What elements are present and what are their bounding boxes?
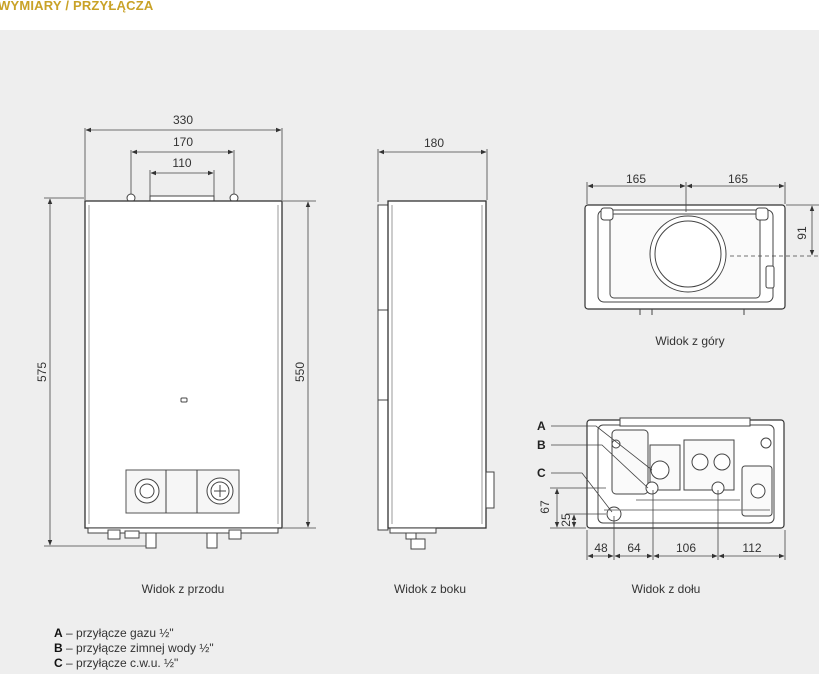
dim-330: 330 bbox=[173, 113, 193, 127]
dim-575: 575 bbox=[35, 362, 49, 382]
top-dimensions bbox=[586, 182, 819, 257]
dim-180: 180 bbox=[424, 136, 444, 150]
page-title: WYMIARY / PRZYŁĄCZA bbox=[0, 0, 154, 13]
legend-text-b: – przyłącze zimnej wody ½" bbox=[62, 641, 214, 655]
side-dimensions bbox=[377, 149, 488, 202]
legend-text-c: – przyłącze c.w.u. ½" bbox=[62, 656, 179, 670]
dim-top-165-left: 165 bbox=[626, 172, 646, 186]
dim-170: 170 bbox=[173, 135, 193, 149]
bottom-view bbox=[586, 417, 785, 529]
dim-25: 25 bbox=[559, 513, 573, 527]
legend-key-a: A bbox=[54, 626, 63, 640]
dim-112: 112 bbox=[742, 541, 761, 555]
bottom-leaders bbox=[551, 425, 653, 513]
legend: A – przyłącze gazu ½" B – przyłącze zimn… bbox=[54, 626, 214, 671]
dim-110: 110 bbox=[172, 156, 191, 170]
legend-item-a: A – przyłącze gazu ½" bbox=[54, 626, 214, 641]
dim-106: 106 bbox=[676, 541, 696, 555]
legend-item-b: B – przyłącze zimnej wody ½" bbox=[54, 641, 214, 656]
label-c: C bbox=[537, 466, 546, 480]
bottom-dimensions bbox=[550, 487, 786, 560]
legend-text-a: – przyłącze gazu ½" bbox=[62, 626, 174, 640]
dim-48: 48 bbox=[594, 541, 608, 555]
side-view bbox=[377, 200, 495, 550]
dim-top-165-right: 165 bbox=[728, 172, 748, 186]
dim-67: 67 bbox=[538, 500, 552, 514]
legend-key-c: C bbox=[54, 656, 63, 670]
front-view-caption: Widok z przodu bbox=[142, 582, 225, 596]
legend-item-c: C – przyłącze c.w.u. ½" bbox=[54, 656, 214, 671]
label-b: B bbox=[537, 438, 546, 452]
front-dimensions bbox=[44, 127, 316, 547]
dim-91: 91 bbox=[795, 226, 809, 240]
top-view bbox=[584, 204, 786, 315]
dim-64: 64 bbox=[627, 541, 641, 555]
dim-550: 550 bbox=[293, 362, 307, 382]
legend-key-b: B bbox=[54, 641, 63, 655]
side-view-caption: Widok z boku bbox=[394, 582, 466, 596]
page-header: WYMIARY / PRZYŁĄCZA bbox=[0, 0, 819, 20]
label-a: A bbox=[537, 419, 546, 433]
bottom-view-caption: Widok z dołu bbox=[632, 582, 701, 596]
top-view-caption: Widok z góry bbox=[655, 334, 724, 348]
front-view bbox=[84, 193, 283, 549]
